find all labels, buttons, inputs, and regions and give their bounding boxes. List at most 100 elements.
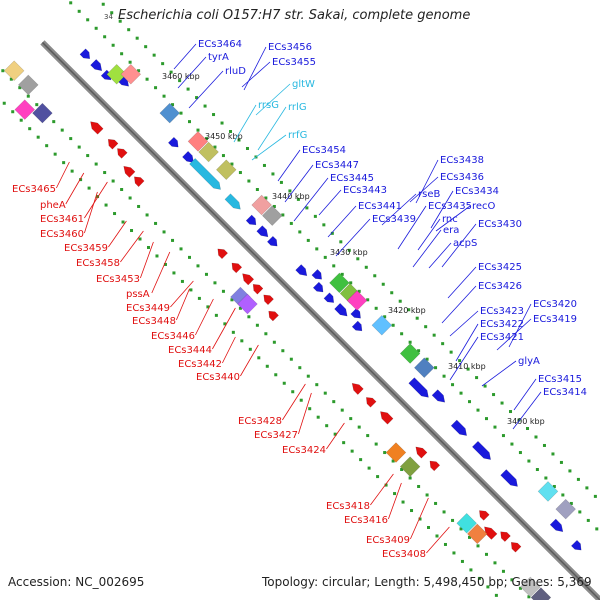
gene-label-rrlG[interactable]: rrlG [288, 102, 307, 113]
tick-dot [146, 245, 150, 249]
gene-label-ECs3430[interactable]: ECs3430 [478, 219, 522, 230]
right-leader-line [335, 218, 371, 257]
tick-dot [492, 393, 496, 397]
right-leader-line [327, 205, 357, 238]
gene-label-recO[interactable]: recO [472, 201, 496, 212]
gene-label-era[interactable]: era [443, 225, 459, 236]
gene-label-ECs3443[interactable]: ECs3443 [343, 185, 387, 196]
tick-dot [145, 213, 149, 217]
left-leader-line [222, 336, 236, 364]
gene-label-ECs3461[interactable]: ECs3461 [40, 214, 84, 225]
gene-label-ECs3420[interactable]: ECs3420 [533, 299, 577, 310]
tick-dot [398, 299, 402, 303]
tick-dot [288, 189, 292, 193]
gene-label-ECs3424[interactable]: ECs3424 [282, 445, 326, 456]
gene-label-ECs3426[interactable]: ECs3426 [478, 281, 522, 292]
gene-label-ECs3419[interactable]: ECs3419 [533, 314, 577, 325]
forward-gene-arrow [266, 235, 278, 247]
gene-label-ECs3415[interactable]: ECs3415 [538, 374, 582, 385]
tick-dot [86, 18, 90, 22]
gene-label-gltW[interactable]: gltW [292, 79, 315, 90]
gene-label-tyrA[interactable]: tyrA [208, 52, 229, 63]
gene-label-ECs3459[interactable]: ECs3459 [64, 243, 108, 254]
tick-dot [272, 204, 276, 208]
right-leader-line [284, 164, 314, 203]
tick-dot [451, 383, 455, 387]
gene-label-rnc[interactable]: rnc [442, 214, 458, 225]
tick-dot [104, 203, 108, 207]
cog-block [159, 102, 180, 124]
gene-label-ECs3439[interactable]: ECs3439 [372, 214, 416, 225]
gene-label-ECs3422[interactable]: ECs3422 [480, 319, 524, 330]
gene-label-ECs3442[interactable]: ECs3442 [178, 359, 222, 370]
tick-dot [204, 272, 208, 276]
gene-label-ECs3408[interactable]: ECs3408 [382, 549, 426, 560]
gene-label-rluD[interactable]: rluD [225, 66, 246, 77]
genome-title: Escherichia coli O157:H7 str. Sakai, com… [118, 8, 471, 23]
gene-label-acpS[interactable]: acpS [453, 238, 477, 249]
tick-dot [299, 398, 303, 402]
gene-label-ECs3454[interactable]: ECs3454 [302, 145, 346, 156]
gene-label-ECs3416[interactable]: ECs3416 [344, 515, 388, 526]
gene-label-ECs3436[interactable]: ECs3436 [440, 172, 484, 183]
gene-label-ECs3409[interactable]: ECs3409 [366, 535, 410, 546]
right-leader-line [415, 159, 439, 204]
right-leader-line [430, 190, 454, 229]
left-leader-line [326, 422, 345, 450]
tick-dot [315, 383, 319, 387]
gene-label-ECs3449[interactable]: ECs3449 [126, 303, 170, 314]
gene-label-ECs3465[interactable]: ECs3465 [12, 184, 56, 195]
gene-label-ECs3441[interactable]: ECs3441 [358, 201, 402, 212]
tick-dot [451, 518, 455, 522]
gene-label-rrsG[interactable]: rrsG [258, 100, 279, 111]
right-leader-line [513, 378, 537, 411]
reverse-gene-arrow [429, 460, 441, 472]
tick-dot [510, 442, 514, 446]
gene-label-ECs3414[interactable]: ECs3414 [543, 387, 587, 398]
gene-label-pssA[interactable]: pssA [126, 289, 150, 300]
clipped-kbp-label: 34 [104, 13, 113, 21]
tick-dot [206, 305, 210, 309]
gene-label-ECs3445[interactable]: ECs3445 [330, 173, 374, 184]
right-leader-line [481, 360, 517, 387]
gene-label-ECs3425[interactable]: ECs3425 [478, 262, 522, 273]
tick-dot [262, 163, 266, 167]
gene-label-ECs3421[interactable]: ECs3421 [480, 332, 524, 343]
gene-label-ECs3428[interactable]: ECs3428 [238, 416, 282, 427]
tick-dot [264, 332, 268, 336]
gene-label-ECs3453[interactable]: ECs3453 [96, 274, 140, 285]
gene-label-ECs3456[interactable]: ECs3456 [268, 42, 312, 53]
tick-dot [441, 342, 445, 346]
gene-label-ECs3438[interactable]: ECs3438 [440, 155, 484, 166]
gene-label-ECs3444[interactable]: ECs3444 [168, 345, 212, 356]
tick-dot [484, 417, 488, 421]
left-leader-line [298, 392, 312, 435]
gene-label-ECs3446[interactable]: ECs3446 [151, 331, 195, 342]
tick-dot [77, 145, 81, 149]
cog-block [14, 99, 36, 120]
gene-label-glyA[interactable]: glyA [518, 356, 540, 367]
gene-label-pheA[interactable]: pheA [40, 200, 66, 211]
right-leader-line [496, 318, 532, 351]
gene-label-ECs3435[interactable]: ECs3435 [428, 201, 472, 212]
forward-gene-arrow [408, 377, 429, 398]
gene-label-ECs3440[interactable]: ECs3440 [196, 372, 240, 383]
right-leader-line [449, 310, 479, 337]
gene-label-rrfG[interactable]: rrfG [288, 130, 307, 141]
gene-label-ECs3464[interactable]: ECs3464 [198, 39, 242, 50]
gene-label-rseB[interactable]: rseB [418, 189, 440, 200]
gene-label-ECs3455[interactable]: ECs3455 [272, 57, 316, 68]
gene-label-ECs3423[interactable]: ECs3423 [480, 306, 524, 317]
tick-dot [86, 154, 90, 158]
gene-label-ECs3460[interactable]: ECs3460 [40, 229, 84, 240]
gene-label-ECs3418[interactable]: ECs3418 [326, 501, 370, 512]
gene-label-ECs3447[interactable]: ECs3447 [315, 160, 359, 171]
gene-label-ECs3427[interactable]: ECs3427 [254, 430, 298, 441]
gene-label-ECs3458[interactable]: ECs3458 [76, 258, 120, 269]
scale-tick-label: 3450 kbp [205, 132, 243, 141]
cog-block [120, 63, 142, 85]
gene-label-ECs3448[interactable]: ECs3448 [132, 316, 176, 327]
gene-label-ECs3434[interactable]: ECs3434 [455, 186, 499, 197]
tick-dot [469, 568, 473, 572]
tick-dot [53, 152, 57, 156]
